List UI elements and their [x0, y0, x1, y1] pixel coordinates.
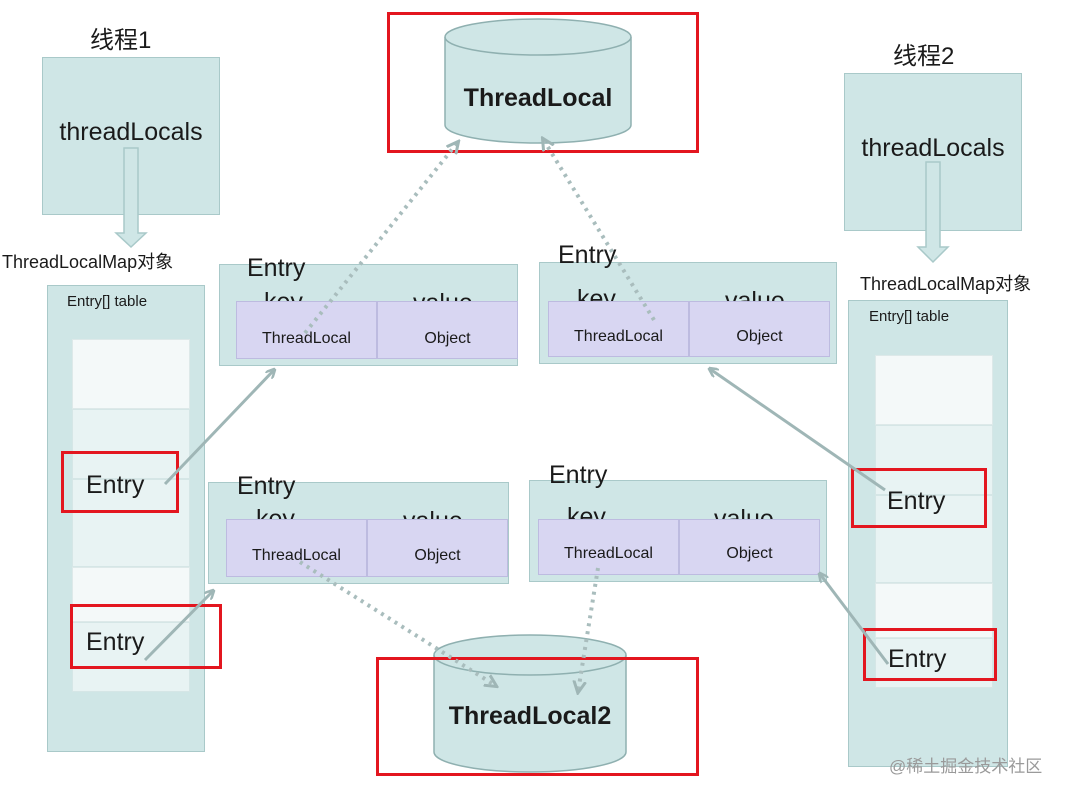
thread2-title: 线程2 — [893, 43, 955, 70]
entry-card-object-value: Object — [726, 545, 773, 562]
entry-card-object-value: Object — [414, 547, 461, 564]
entry-card-top-right: Entry key value ThreadLocal Object — [539, 241, 837, 364]
key-to-threadlocal2-arrow — [578, 567, 600, 692]
entry-to-card-arrow — [163, 370, 274, 486]
thread1-box: threadLocals — [42, 57, 220, 215]
key-to-threadlocal-arrow — [303, 142, 458, 335]
entry-card-value-cell: Object — [689, 301, 830, 357]
thread2-entry-table: Entry[] table — [848, 300, 1008, 767]
thread2-map-label: ThreadLocalMap对象 — [860, 274, 1032, 294]
thread1-entry-2: Entry — [70, 604, 222, 669]
watermark: @稀土掘金技术社区 — [889, 757, 1043, 776]
entry-label: Entry — [86, 471, 145, 499]
table-slot — [72, 567, 190, 622]
key-to-threadlocal-arrow — [543, 139, 656, 322]
entry-card-key-value: ThreadLocal — [262, 330, 351, 347]
table-slot — [875, 425, 993, 495]
table-slot — [875, 355, 993, 425]
thread2-threadlocals-field: threadLocals — [861, 134, 1005, 162]
entry-card-object-value: Object — [424, 330, 471, 347]
thread1-threadlocals-field: threadLocals — [59, 118, 203, 146]
thread1-down-arrow — [114, 147, 148, 249]
entry-card-key-cell: ThreadLocal — [236, 301, 377, 359]
table-slot — [72, 479, 190, 567]
entry-card-bottom-left: Entry key value ThreadLocal Object — [208, 472, 509, 584]
threadlocal-cylinder — [444, 18, 632, 144]
thread1-table-label: Entry[] table — [67, 293, 148, 310]
entry-card-title: Entry — [549, 461, 608, 489]
entry-label: Entry — [887, 487, 946, 515]
threadlocal-label: ThreadLocal — [463, 84, 613, 112]
entry-card-key-cell: ThreadLocal — [538, 519, 679, 575]
entry-to-card-arrow — [143, 591, 213, 662]
entry-card-title: Entry — [247, 254, 306, 282]
threadlocal2-label: ThreadLocal2 — [448, 702, 612, 730]
entry-card-key-value: ThreadLocal — [564, 545, 653, 562]
entry-card-key-value: ThreadLocal — [252, 547, 341, 564]
entry-card-key-cell: ThreadLocal — [548, 301, 689, 357]
entry-card-bottom-right: Entry key value ThreadLocal Object — [529, 461, 827, 582]
entry-card-top-left: Entry key value ThreadLocal Object — [219, 254, 518, 366]
thread2-entry-1: Entry — [851, 468, 987, 528]
table-slot — [875, 495, 993, 583]
thread1-entry-table: Entry[] table — [47, 285, 205, 752]
thread2-down-arrow — [916, 161, 950, 264]
key-to-threadlocal2-arrow — [298, 560, 496, 686]
entry-card-title: Entry — [237, 472, 296, 500]
entry-card-key-value: ThreadLocal — [574, 328, 663, 345]
table-slot — [72, 409, 190, 479]
entry-label: Entry — [888, 645, 947, 673]
entry-to-card-arrow — [820, 574, 890, 665]
entry-card-value-cell: Object — [679, 519, 820, 575]
table-slot — [72, 339, 190, 409]
entry-to-card-arrow — [710, 369, 886, 492]
entry-label: Entry — [86, 628, 145, 656]
thread2-table-label: Entry[] table — [869, 308, 950, 325]
thread1-entry-1: Entry — [61, 451, 179, 513]
entry-card-object-value: Object — [736, 328, 783, 345]
entry-card-value-cell: Object — [377, 301, 518, 359]
entry-card-value-cell: Object — [367, 519, 508, 577]
threadlocal2-highlight — [376, 657, 699, 776]
thread2-box: threadLocals — [844, 73, 1022, 231]
thread1-map-label: ThreadLocalMap对象 — [2, 252, 174, 272]
entry-card-key-cell: ThreadLocal — [226, 519, 367, 577]
thread1-title: 线程1 — [90, 27, 152, 54]
thread2-entry-2: Entry — [863, 628, 997, 681]
